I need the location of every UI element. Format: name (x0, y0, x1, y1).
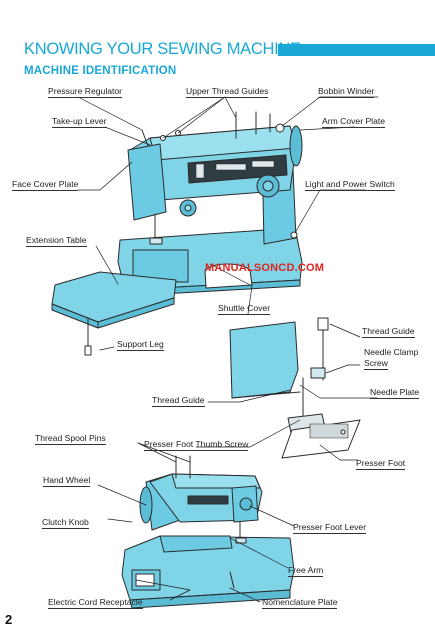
label-needle-clamp-screw-line1: Needle Clamp (364, 347, 419, 357)
label-clutch-knob: Clutch Knob (42, 517, 89, 529)
free-arm-machine-drawing (121, 455, 295, 609)
label-pressure-regulator: Pressure Regulator (48, 86, 123, 98)
label-presser-foot-lever: Presser Foot Lever (293, 522, 367, 534)
label-light-power-switch: Light and Power Switch (305, 179, 395, 191)
label-presser-foot-thumb-screw: Presser Foot Thumb Screw (144, 439, 249, 451)
label-extension-table: Extension Table (26, 235, 87, 247)
label-thread-guide-right: Thread Guide (362, 326, 415, 338)
needle-closeup-drawing (229, 317, 361, 459)
section-subtitle: MACHINE IDENTIFICATION (24, 65, 177, 77)
label-thread-guide-left: Thread Guide (152, 395, 205, 407)
watermark-text: MANUALSONCD.COM (205, 262, 325, 274)
page-title: KNOWING YOUR SEWING MACHINE (24, 40, 301, 58)
title-accent-bar (278, 44, 435, 56)
label-take-up-lever: Take-up Lever (52, 116, 107, 128)
label-shuttle-cover: Shuttle Cover (218, 303, 271, 315)
main-machine-drawing (117, 111, 303, 297)
label-electric-cord-receptacle: Electric Cord Receptacle (48, 597, 143, 609)
label-thread-spool-pins: Thread Spool Pins (35, 433, 106, 445)
label-nomenclature-plate: Nomenclature Plate (262, 597, 338, 609)
label-arm-cover-plate: Arm Cover Plate (322, 116, 386, 128)
label-needle-plate: Needle Plate (370, 387, 420, 399)
label-support-leg: Support Leg (117, 339, 164, 351)
label-needle-clamp-screw-line2: Screw (364, 358, 388, 370)
label-bobbin-winder: Bobbin Winder (318, 86, 375, 98)
page-number: 2 (5, 612, 13, 627)
label-face-cover-plate: Face Cover Plate (12, 179, 79, 191)
label-hand-wheel: Hand Wheel (43, 475, 91, 487)
label-free-arm: Free Arm (288, 565, 324, 577)
label-upper-thread-guides: Upper Thread Guides (186, 86, 269, 98)
extension-table-drawing (51, 271, 177, 356)
label-presser-foot: Presser Foot (356, 458, 406, 470)
